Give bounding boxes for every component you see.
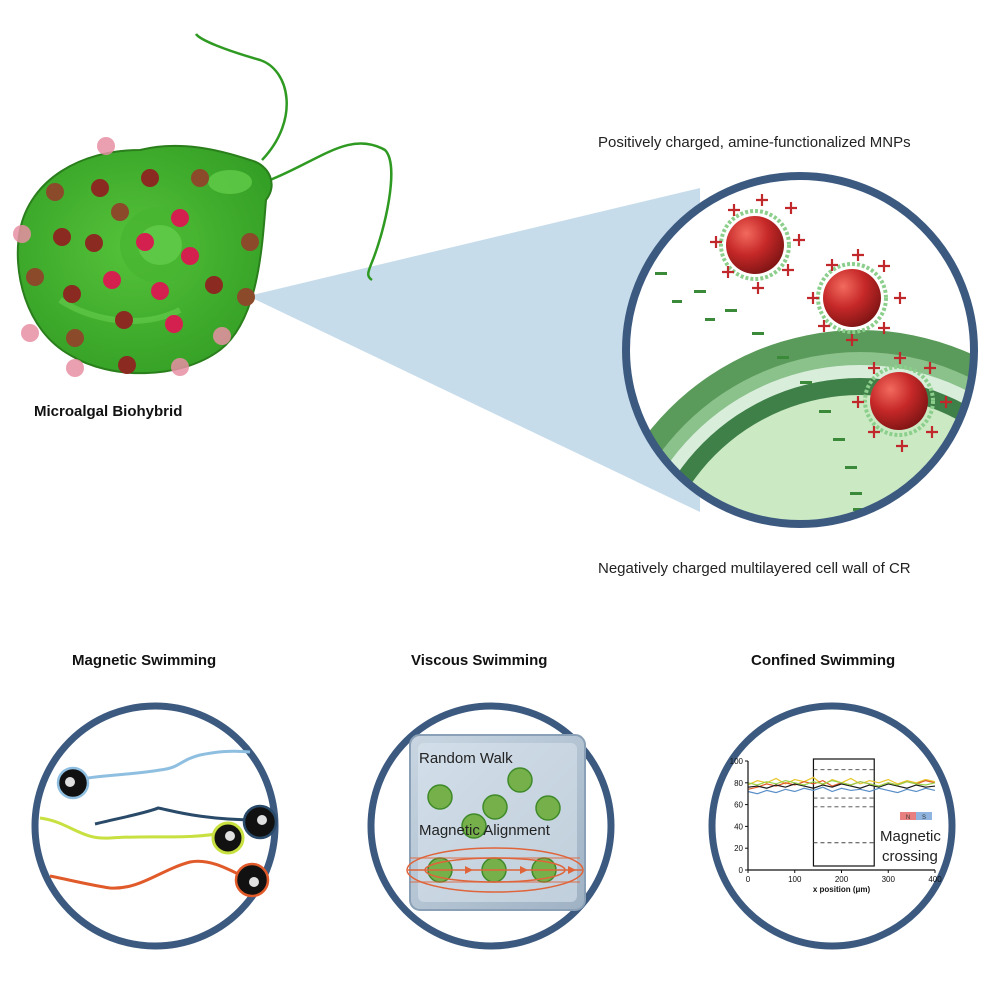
x-tick-label: 300 (882, 875, 896, 884)
y-tick-label: 0 (739, 866, 744, 875)
confined-chart: 0 20 40 60 80 100 0 100 200 300 400 x position (μ… (730, 757, 943, 894)
svg-text:N: N (906, 815, 910, 821)
series-line-4 (747, 779, 936, 787)
y-tick-label: 80 (734, 779, 743, 788)
flagellum-2 (269, 142, 393, 282)
biohybrid-label: Microalgal Biohybrid (34, 403, 183, 420)
cell-nanoparticles (13, 137, 259, 377)
panel-title-viscous: Viscous Swimming (411, 652, 548, 669)
magnification-cone (248, 188, 700, 512)
mnp-1 (719, 209, 791, 281)
y-tick-label: 20 (734, 844, 743, 853)
magnetic-alignment-label: Magnetic Alignment (419, 822, 550, 839)
x-tick-label: 0 (746, 875, 751, 884)
panel-title-confined: Confined Swimming (751, 652, 896, 669)
svg-text:S: S (922, 815, 926, 821)
panel-title-magnetic: Magnetic Swimming (72, 652, 217, 669)
y-tick-label: 40 (734, 822, 743, 831)
x-tick-label: 400 (928, 875, 942, 884)
panel-viscous-swimming (367, 702, 615, 950)
mnp-label: Positively charged, amine-functionalized… (598, 134, 911, 151)
crossing-region (812, 758, 875, 867)
panel-magnetic-swimming (31, 702, 279, 950)
magnet-icon: N S (900, 812, 932, 821)
x-tick-label: 100 (788, 875, 802, 884)
microalga-cell (16, 144, 273, 375)
mnp-3 (863, 365, 935, 437)
magnetic-crossing-label-1: Magnetic (880, 828, 941, 845)
panel-confined-swimming (708, 702, 956, 950)
cellwall-label: Negatively charged multilayered cell wal… (598, 560, 911, 577)
series-line-3 (747, 783, 936, 789)
random-walk-label: Random Walk (419, 750, 513, 767)
chart-x-label: x position (μm) (813, 885, 871, 894)
y-tick-label: 100 (730, 757, 744, 766)
x-tick-label: 200 (835, 875, 849, 884)
y-tick-label: 60 (734, 801, 743, 810)
series-line-2 (747, 786, 936, 795)
positive-charges (710, 194, 952, 452)
flagellum-1 (194, 33, 288, 161)
magnetic-crossing-label-2: crossing (882, 848, 938, 865)
